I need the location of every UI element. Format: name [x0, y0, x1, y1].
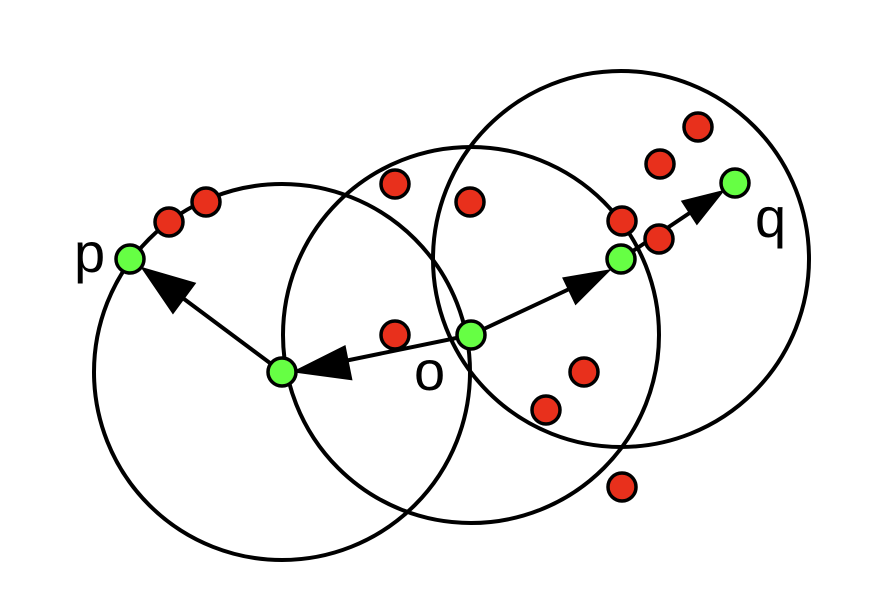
other-point	[644, 148, 676, 180]
arrow-to-p	[140, 266, 284, 374]
label-p: p	[74, 221, 105, 284]
other-point	[568, 356, 600, 388]
other-point	[153, 206, 185, 238]
other-point	[530, 394, 562, 426]
core-points	[114, 167, 751, 388]
other-point	[454, 186, 486, 218]
other-point	[379, 319, 411, 351]
other-points	[153, 111, 714, 503]
other-point	[606, 205, 638, 237]
core-point-p	[114, 243, 146, 275]
other-point	[682, 111, 714, 143]
other-point	[190, 186, 222, 218]
core-point-q	[719, 167, 751, 199]
other-point	[379, 168, 411, 200]
neighborhood-circle-right	[431, 69, 811, 449]
other-point	[643, 223, 675, 255]
other-point	[606, 471, 638, 503]
label-q: q	[755, 186, 786, 249]
core-point-right-center	[605, 243, 637, 275]
core-point-o	[455, 319, 487, 351]
neighborhood-circles	[92, 69, 811, 562]
core-point-left-center	[266, 356, 298, 388]
label-o: o	[414, 339, 445, 402]
arrow-o-to-right-center	[470, 268, 612, 337]
